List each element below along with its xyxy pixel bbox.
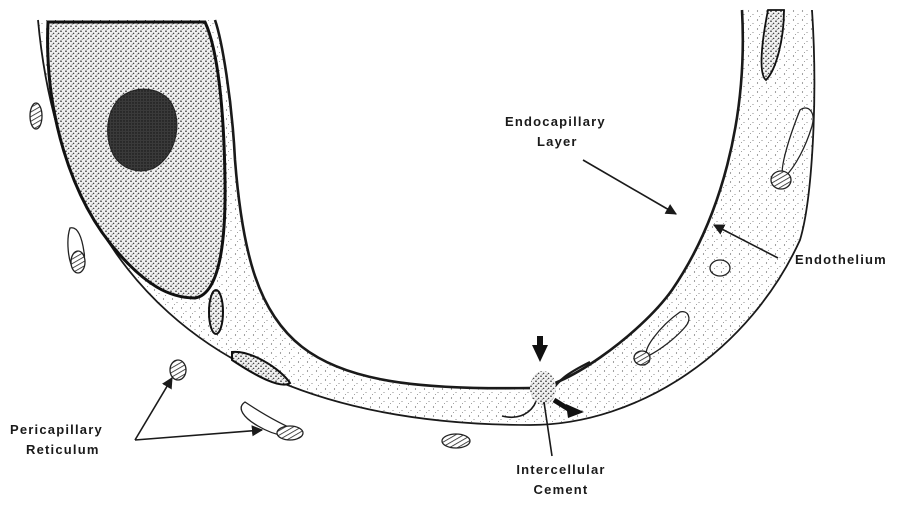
reticulum-fiber bbox=[71, 251, 85, 273]
wall-inclusion-1 bbox=[209, 290, 223, 334]
intercellular-cement-deposit bbox=[530, 371, 556, 405]
intercellular-label-line2: Cement bbox=[496, 480, 626, 500]
endocapillary-label-line2: Layer bbox=[505, 132, 606, 152]
pericapillary-pointer-1 bbox=[135, 378, 172, 440]
reticulum-fiber bbox=[170, 360, 186, 380]
reticulum-fiber bbox=[30, 103, 42, 129]
pericapillary-label-line1: Pericapillary bbox=[10, 420, 103, 440]
endocapillary-pointer bbox=[583, 160, 676, 214]
endothelium-label: Endothelium bbox=[795, 250, 887, 270]
pericapillary-label-line2: Reticulum bbox=[10, 440, 103, 460]
endocapillary-layer-label: Endocapillary Layer bbox=[505, 112, 606, 152]
reticulum-fiber bbox=[634, 351, 650, 365]
reticulum-fiber bbox=[442, 434, 470, 448]
pericapillary-reticulum-label: Pericapillary Reticulum bbox=[10, 420, 103, 460]
endocapillary-label-line1: Endocapillary bbox=[505, 112, 606, 132]
reticulum-fiber bbox=[277, 426, 303, 440]
reticulum-fiber bbox=[771, 171, 791, 189]
intercellular-cement-label: Intercellular Cement bbox=[496, 460, 626, 500]
pericapillary-pointer-2 bbox=[135, 430, 262, 440]
intercellular-label-line1: Intercellular bbox=[496, 460, 626, 480]
